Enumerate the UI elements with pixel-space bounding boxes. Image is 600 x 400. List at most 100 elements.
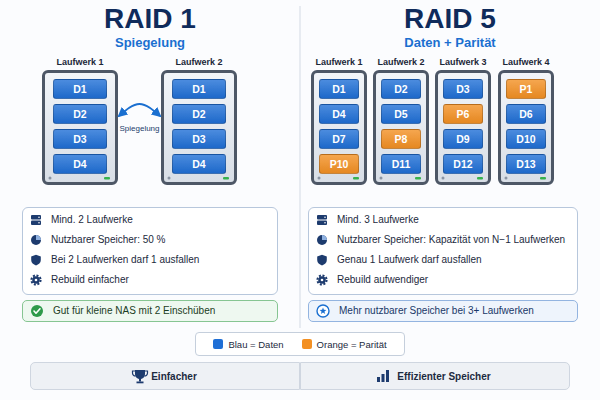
disk-drive: Laufwerk 4P1D6D10D13 (498, 70, 554, 185)
section-title: RAID 1 (0, 4, 300, 35)
summary-note: Gut für kleine NAS mit 2 Einschüben (22, 300, 278, 322)
feature-item: Nutzbarer Speicher: Kapazität von N−1 La… (337, 233, 565, 247)
drive-light (505, 177, 508, 180)
data-block: D13 (506, 154, 546, 174)
drive-light (380, 177, 383, 180)
block-label: P10 (330, 158, 349, 170)
divider-line (300, 6, 301, 328)
shield-icon (31, 255, 41, 266)
note-text: Mehr nutzbarer Speicher bei 3+ Laufwerke… (339, 301, 534, 320)
legend-swatch (213, 339, 223, 349)
disk-drive: Laufwerk 3D3P6D9D12 (435, 70, 491, 185)
block-label: D6 (519, 108, 532, 120)
block-label: D2 (192, 108, 205, 120)
shield-icon (317, 255, 327, 266)
pie-icon (31, 235, 41, 245)
legend-text: Orange = Parität (317, 339, 387, 350)
block-label: D3 (192, 133, 205, 145)
drive-light (442, 177, 445, 180)
server-icon (31, 215, 41, 225)
section-title: RAID 5 (300, 4, 600, 35)
data-block: D4 (53, 154, 107, 174)
edge-label: Spiegelung (110, 124, 170, 134)
feature-item: Bei 2 Laufwerken darf 1 ausfallen (51, 253, 199, 267)
feature-item: Nutzbarer Speicher: 50 % (51, 233, 166, 247)
data-block: D2 (53, 104, 107, 124)
block-label: D5 (394, 108, 407, 120)
trophy-icon (133, 370, 148, 383)
bar-text: Einfacher (151, 371, 197, 382)
bar-chart-icon (377, 370, 389, 382)
parity-block: P8 (381, 129, 421, 149)
data-block: D1 (172, 79, 226, 99)
data-block: D1 (53, 79, 107, 99)
data-block: D1 (319, 79, 359, 99)
disk-drive: Laufwerk 1D1D4D7P10 (311, 70, 367, 185)
note-text: Gut für kleine NAS mit 2 Einschüben (53, 301, 215, 320)
legend-item: Blau = Daten (213, 339, 283, 350)
section-subtitle: Daten + Parität (300, 36, 600, 50)
disk-drive: Laufwerk 2D1D2D3D4 (161, 70, 237, 185)
block-label: D2 (73, 108, 86, 120)
data-block: D3 (443, 79, 483, 99)
data-block: D3 (53, 129, 107, 149)
data-block: D7 (319, 129, 359, 149)
block-label: D9 (456, 133, 469, 145)
data-block: D3 (172, 129, 226, 149)
mirror-arrow (119, 104, 160, 116)
feature-item: Mind. 2 Laufwerke (51, 213, 133, 227)
block-label: D1 (73, 83, 86, 95)
disk-drive: Laufwerk 2D2D5P8D11 (373, 70, 429, 185)
block-label: D7 (332, 133, 345, 145)
block-label: D4 (73, 158, 86, 170)
parity-block: P1 (506, 79, 546, 99)
drive-label: Laufwerk 1 (311, 57, 367, 68)
drive-light (477, 177, 483, 180)
gear-icon (31, 275, 40, 284)
block-label: D12 (453, 158, 472, 170)
drive-light (353, 177, 359, 180)
drive-label: Laufwerk 3 (435, 57, 491, 68)
legend-box: Blau = Daten Orange = Parität (195, 332, 405, 356)
data-block: D9 (443, 129, 483, 149)
data-block: D6 (506, 104, 546, 124)
feature-item: Genau 1 Laufwerk darf ausfallen (337, 253, 482, 267)
legend-item: Orange = Parität (302, 339, 387, 350)
block-label: D1 (332, 83, 345, 95)
block-label: D11 (392, 158, 411, 170)
data-block: D5 (381, 104, 421, 124)
comparison-bar-cell: Effizienter Speicher (300, 362, 570, 390)
legend-text: Blau = Daten (228, 339, 283, 350)
data-block: D2 (381, 79, 421, 99)
block-label: D4 (192, 158, 205, 170)
drive-light (49, 177, 52, 180)
server-icon (317, 215, 327, 225)
drive-label: Laufwerk 4 (498, 57, 554, 68)
block-label: D2 (394, 83, 407, 95)
drive-lights (49, 177, 547, 180)
data-block: D12 (443, 154, 483, 174)
star-icon (317, 305, 329, 317)
drive-label: Laufwerk 1 (42, 57, 118, 68)
comparison-bar-cell: Einfacher (30, 362, 300, 390)
feature-list-box: Mind. 3 LaufwerkeNutzbarer Speicher: Kap… (308, 207, 578, 295)
feature-item: Rebuild einfacher (51, 273, 129, 287)
feature-item: Rebuild aufwendiger (337, 273, 428, 287)
drive-light (168, 177, 171, 180)
drive-light (415, 177, 421, 180)
data-block: D11 (381, 154, 421, 174)
feature-list-box: Mind. 2 LaufwerkeNutzbarer Speicher: 50 … (22, 207, 278, 295)
data-block: D4 (319, 104, 359, 124)
data-block: D2 (172, 104, 226, 124)
check-icon (31, 305, 43, 317)
data-block: D4 (172, 154, 226, 174)
drive-light (223, 177, 229, 180)
block-label: D13 (516, 158, 535, 170)
block-label: P8 (395, 133, 408, 145)
block-label: D10 (516, 133, 535, 145)
drive-light (104, 177, 110, 180)
block-label: P1 (520, 83, 533, 95)
block-label: D3 (456, 83, 469, 95)
legend-swatch (302, 339, 312, 349)
disk-drive: Laufwerk 1D1D2D3D4 (42, 70, 118, 185)
